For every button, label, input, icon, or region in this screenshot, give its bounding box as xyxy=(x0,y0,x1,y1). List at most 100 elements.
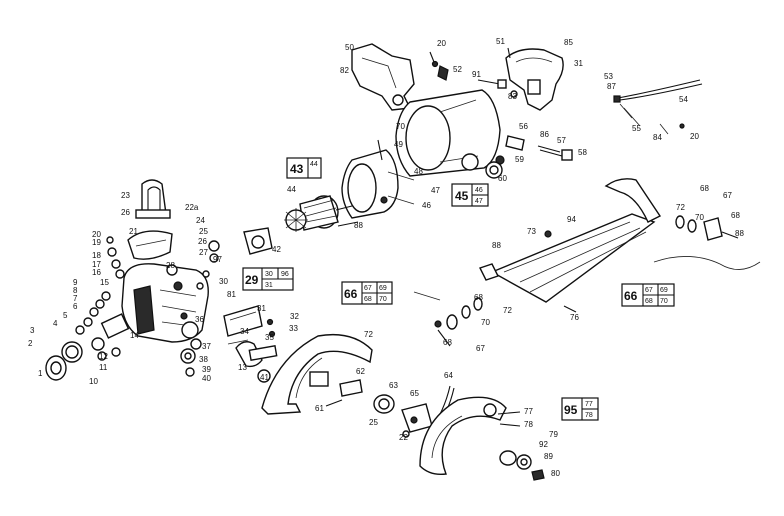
part-number-label: 70 xyxy=(396,122,405,131)
part-number-label: 70 xyxy=(695,213,704,222)
part-number-label: 68 xyxy=(443,338,452,347)
callout-box-95: 95 77 78 xyxy=(561,397,599,421)
part-number-label: 23 xyxy=(121,191,130,200)
part-number-label: 13 xyxy=(238,363,247,372)
part-number-label: 1 xyxy=(38,369,43,378)
part-number-label: 70 xyxy=(481,318,490,327)
part-number-label: 2 xyxy=(28,339,33,348)
brush-holder-assembly xyxy=(495,135,573,165)
part-number-label: 35 xyxy=(265,333,274,342)
gasket-part-24 xyxy=(243,227,273,255)
svg-text:67: 67 xyxy=(645,287,653,294)
part-number-label: 26 xyxy=(121,208,130,217)
part-number-label: 18 xyxy=(92,251,101,260)
svg-text:44: 44 xyxy=(310,161,318,168)
part-number-label: 78 xyxy=(524,420,533,429)
part-number-label: 84 xyxy=(653,133,662,142)
part-number-label: 94 xyxy=(567,215,576,224)
part-number-label: 72 xyxy=(364,330,373,339)
part-number-label: 31 xyxy=(574,59,583,68)
part-number-label: 40 xyxy=(202,374,211,383)
part-number-label: 20 xyxy=(437,39,446,48)
part-number-label: 58 xyxy=(578,148,587,157)
part-number-label: 86 xyxy=(540,130,549,139)
svg-text:70: 70 xyxy=(379,296,387,303)
svg-text:67: 67 xyxy=(364,285,372,292)
front-handle xyxy=(135,179,171,219)
part-number-label: 38 xyxy=(199,355,208,364)
part-number-label: 83 xyxy=(508,92,517,101)
part-number-label: 88 xyxy=(492,241,501,250)
part-number-label: 57 xyxy=(557,136,566,145)
part-number-label: 89 xyxy=(544,452,553,461)
part-number-label: 60 xyxy=(498,174,507,183)
guard-lever-parts-61-63 xyxy=(325,379,395,414)
screw-part-91 xyxy=(477,79,507,89)
part-number-label: 11 xyxy=(99,363,108,372)
svg-text:96: 96 xyxy=(281,271,289,278)
part-number-label: 63 xyxy=(389,381,398,390)
part-number-label: 15 xyxy=(100,278,109,287)
part-number-label: 67 xyxy=(723,191,732,200)
handle-screw-part-20 xyxy=(429,51,439,68)
part-number-label: 73 xyxy=(527,227,536,236)
callout-box-43: 43 44 xyxy=(286,157,322,179)
part-number-label: 37 xyxy=(202,342,211,351)
svg-text:68: 68 xyxy=(364,296,372,303)
svg-text:30: 30 xyxy=(265,271,273,278)
part-number-label: 55 xyxy=(632,124,641,133)
part-number-label: 88 xyxy=(354,221,363,230)
part-number-label: 77 xyxy=(524,407,533,416)
part-number-label: 72 xyxy=(676,203,685,212)
spindle-stack xyxy=(45,291,130,381)
part-number-label: 68 xyxy=(700,184,709,193)
motor-housing xyxy=(395,89,501,177)
svg-text:29: 29 xyxy=(245,273,259,287)
part-number-label: 72 xyxy=(503,306,512,315)
svg-text:46: 46 xyxy=(475,187,483,194)
svg-text:66: 66 xyxy=(344,287,358,301)
part-number-label: 22a xyxy=(185,203,199,212)
callout-box-45: 45 46 47 xyxy=(451,183,489,207)
svg-text:68: 68 xyxy=(645,298,653,305)
part-number-label: 30 xyxy=(219,277,228,286)
part-number-label: 76 xyxy=(570,313,579,322)
svg-text:31: 31 xyxy=(265,282,273,289)
part-number-label: 61 xyxy=(315,404,324,413)
bearing-part-60 xyxy=(485,161,503,179)
part-number-label: 47 xyxy=(431,186,440,195)
part-number-label: 20 xyxy=(690,132,699,141)
switch-handle xyxy=(505,47,564,111)
part-number-label: 68 xyxy=(474,293,483,302)
part-number-label: 85 xyxy=(564,38,573,47)
callout-box-66-left: 66 67 69 68 70 xyxy=(341,281,393,305)
part-number-label: 49 xyxy=(394,140,403,149)
armature xyxy=(284,195,353,232)
part-number-label: 26 xyxy=(198,237,207,246)
field-assembly xyxy=(341,139,415,219)
part-number-label: 62 xyxy=(356,367,365,376)
part-number-label: 81 xyxy=(227,290,236,299)
part-number-label: 22 xyxy=(399,433,408,442)
callout-box-66-right: 66 67 69 68 70 xyxy=(621,283,675,307)
callout-box-29: 29 30 96 31 xyxy=(242,267,294,291)
part-number-label: 80 xyxy=(551,469,560,478)
part-number-label: 42 xyxy=(272,245,281,254)
part-number-label: 52 xyxy=(453,65,462,74)
part-number-label: 48 xyxy=(414,167,423,176)
base-shoe xyxy=(479,178,662,303)
part-number-label: 19 xyxy=(92,238,101,247)
power-cord xyxy=(613,79,703,135)
part-number-label: 91 xyxy=(472,70,481,79)
part-number-label: 41 xyxy=(260,373,269,382)
part-number-label: 21 xyxy=(129,227,138,236)
part-number-label: 33 xyxy=(289,324,298,333)
part-number-label: 6 xyxy=(73,302,78,311)
lever-part-65 xyxy=(401,403,433,438)
part-number-label: 67 xyxy=(476,344,485,353)
part-number-label: 28 xyxy=(166,261,175,270)
part-number-label: 9 xyxy=(73,278,78,287)
part-number-label: 50 xyxy=(345,43,354,52)
